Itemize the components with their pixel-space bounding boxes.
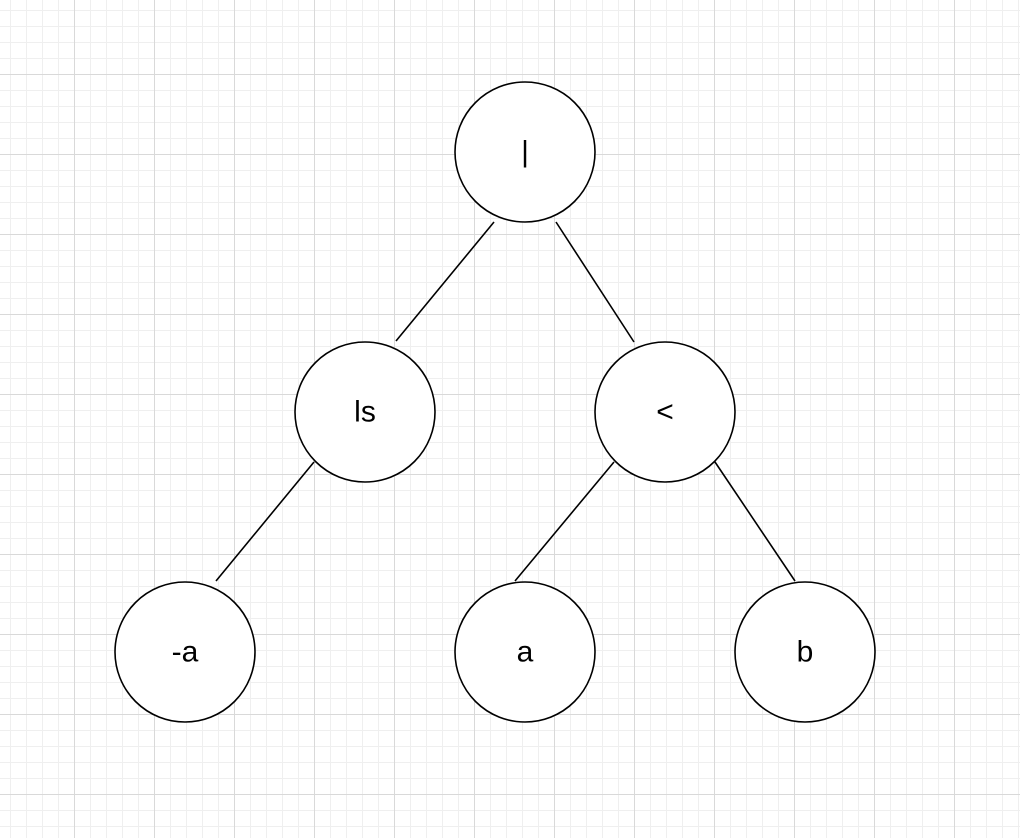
node-b[interactable]: b [734,581,876,723]
node-neg-a[interactable]: -a [114,581,256,723]
node-ls[interactable]: ls [294,341,436,483]
node-ls-label: ls [354,396,376,429]
node-a-label: a [517,636,534,669]
edge-ls-neg-a [215,461,315,582]
node-lt-label: < [656,396,674,429]
node-root[interactable]: | [454,81,596,223]
node-root-label: | [521,136,529,169]
node-b-label: b [797,636,814,669]
edge-lt-a [514,461,615,582]
edge-lt-b [714,461,796,582]
edge-root-ls [395,221,495,342]
node-neg-a-label: -a [172,636,199,669]
node-a[interactable]: a [454,581,596,723]
edge-root-lt [555,221,635,343]
node-lt[interactable]: < [594,341,736,483]
